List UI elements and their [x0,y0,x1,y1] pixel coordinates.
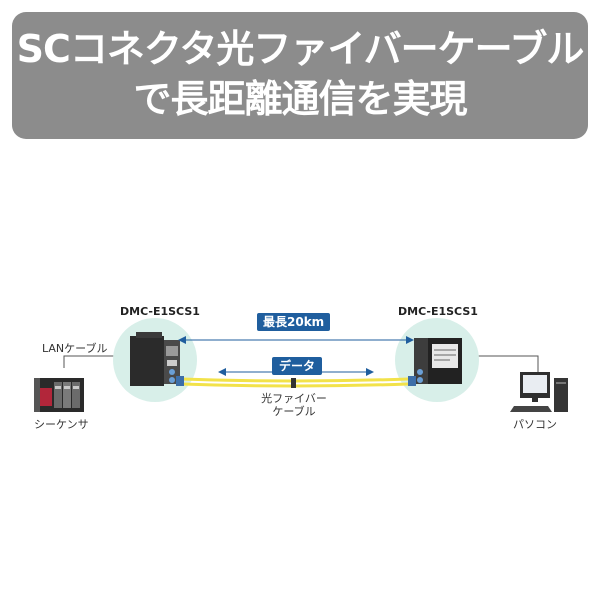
fiber-optic-cable [176,376,416,388]
pc-icon [510,372,568,412]
left-media-converter-icon [130,332,180,386]
lan-cable-left [63,355,128,368]
plc-icon [34,378,84,412]
distance-label: 最長20km [257,313,331,331]
lan-cable-label: LANケーブル [42,342,108,355]
right-media-converter-icon [414,338,462,384]
fiber-label-line1: 光ファイバー [261,392,327,405]
data-label: データ [272,357,323,375]
left-device-model: DMC-E1SCS1 [120,305,200,318]
right-device-model: DMC-E1SCS1 [398,305,478,318]
title-line-1: SCコネクタ光ファイバーケーブル [16,27,585,71]
title-banner: SCコネクタ光ファイバーケーブル で長距離通信を実現 [12,12,588,139]
pc-label: パソコン [513,418,557,431]
distance-arrow [178,336,414,344]
fiber-label-line2: ケーブル [272,405,316,418]
plc-label: シーケンサ [34,418,89,431]
title-line-2: で長距離通信を実現 [133,77,467,121]
